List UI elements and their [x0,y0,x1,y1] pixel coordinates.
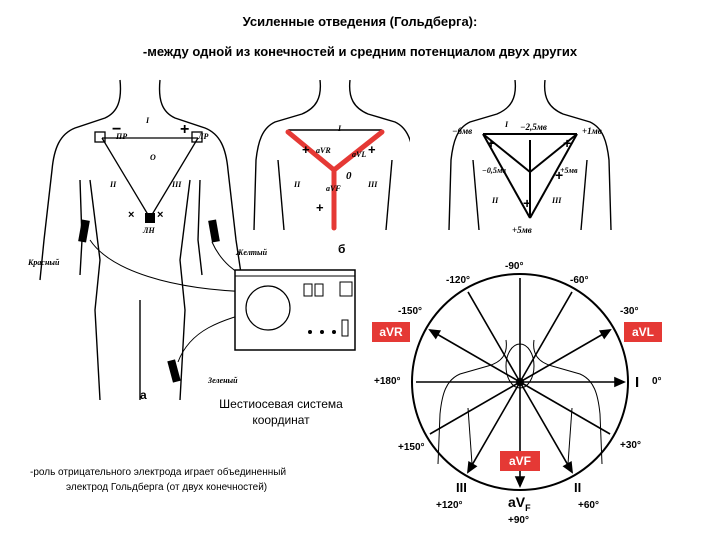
panel-b-avf-label: aVF [326,184,341,193]
goldberger-note: -роль отрицательного электрода играет об… [30,465,360,495]
hex-lead-avf-sub: F [525,503,531,513]
svg-text:+: + [368,142,376,157]
hex-lead-avf: aVF [508,494,531,513]
note-line2: электрод Гольдберга (от двух конечностей… [30,480,360,495]
electrode-label-red: Красный [28,258,59,267]
panel-a-letter: а [140,388,147,402]
panel-c-lead-ii: II [492,196,498,205]
electrode-label-green: Зеленый [208,376,238,385]
hex-lead-iii: III [456,480,467,495]
lead-label-ii: II [110,180,116,189]
hexaxial-diagram [368,258,710,530]
panel-c-top-mid: −2,5мв [520,122,547,132]
spoke-neg-avl [430,382,520,434]
panel-c-top-right: +1мв [582,126,602,136]
hexaxial-caption: Шестиосевая система координат [196,396,366,428]
angle-minus-60: -60° [570,275,588,286]
panel-c-lead-i: I [505,120,508,129]
panel-c-top-left: −6мв [452,126,472,136]
panel-b-lead-iii: III [368,180,377,189]
panel-b-avr-label: aVR [316,146,331,155]
angle-minus-90: -90° [505,261,523,272]
panel-b-torso-diagram: + + + [250,80,410,240]
spoke-neg-iii [520,292,572,382]
panel-b-avl-label: aVL [352,150,366,159]
electrode-label-yellow: Желтый [236,248,267,257]
note-line1: -роль отрицательного электрода играет об… [30,465,360,480]
hex-lead-avf-text: aV [508,494,525,510]
hex-lead-ii: II [574,480,581,495]
svg-text:+: + [523,195,531,211]
highlight-avl: aVL [624,322,662,342]
angle-plus-150: +150° [398,442,425,453]
center-label-o: О [150,153,156,162]
slide-subtitle: -между одной из конечностей и средним по… [0,44,720,59]
panel-b-lead-ii: II [294,180,300,189]
panel-c-slope-right: +5мв [560,166,578,175]
panel-c-lead-iii: III [552,196,561,205]
svg-text:+: + [487,135,495,151]
angle-plus-60: +60° [578,500,599,511]
spoke-neg-avr [520,382,610,434]
angle-plus-120: +120° [436,500,463,511]
svg-text:+: + [316,200,324,215]
highlight-avr: aVR [372,322,410,342]
angle-plus-90: +90° [508,515,529,526]
svg-text:×: × [157,209,163,221]
svg-text:×: × [128,209,134,221]
spoke-avl-arrowhead [600,330,610,338]
spoke-neg-ii [468,292,520,382]
svg-text:+: + [563,135,571,151]
slide-title: Усиленные отведения (Гольдберга): [0,14,720,29]
hex-lead-i: I [635,374,639,391]
limb-label-left-leg: ЛН [143,226,155,235]
svg-text:+: + [180,121,189,138]
lead-label-i: I [146,116,149,125]
angle-zero: 0° [652,376,662,387]
panel-b-center-label: 0 [346,170,352,182]
spoke-avr-arrowhead [430,330,440,338]
lead-label-iii: III [172,180,181,189]
hexaxial-caption-line1: Шестиосевая система [196,396,366,412]
angle-minus-120: -120° [446,275,470,286]
hexaxial-caption-line2: координат [196,412,366,428]
panel-c-slope-left: −0,5мв [482,166,506,175]
limb-label-right-arm: ПР [116,132,127,141]
panel-c-torso-diagram: + + + + [445,80,615,240]
panel-c-bottom: +5мв [512,225,532,235]
highlight-avf: aVF [500,451,540,471]
angle-plus-180: +180° [374,376,401,387]
limb-label-left-arm: ЛР [198,132,208,141]
angle-minus-30: -30° [620,306,638,317]
angle-minus-150: -150° [398,306,422,317]
angle-plus-30: +30° [620,440,641,451]
spoke-lead-i-arrowhead [615,378,624,386]
spoke-avf-arrowhead [516,477,524,486]
panel-b-lead-i: I [338,124,341,133]
panel-b-letter: б [338,242,345,256]
svg-text:+: + [302,142,310,157]
